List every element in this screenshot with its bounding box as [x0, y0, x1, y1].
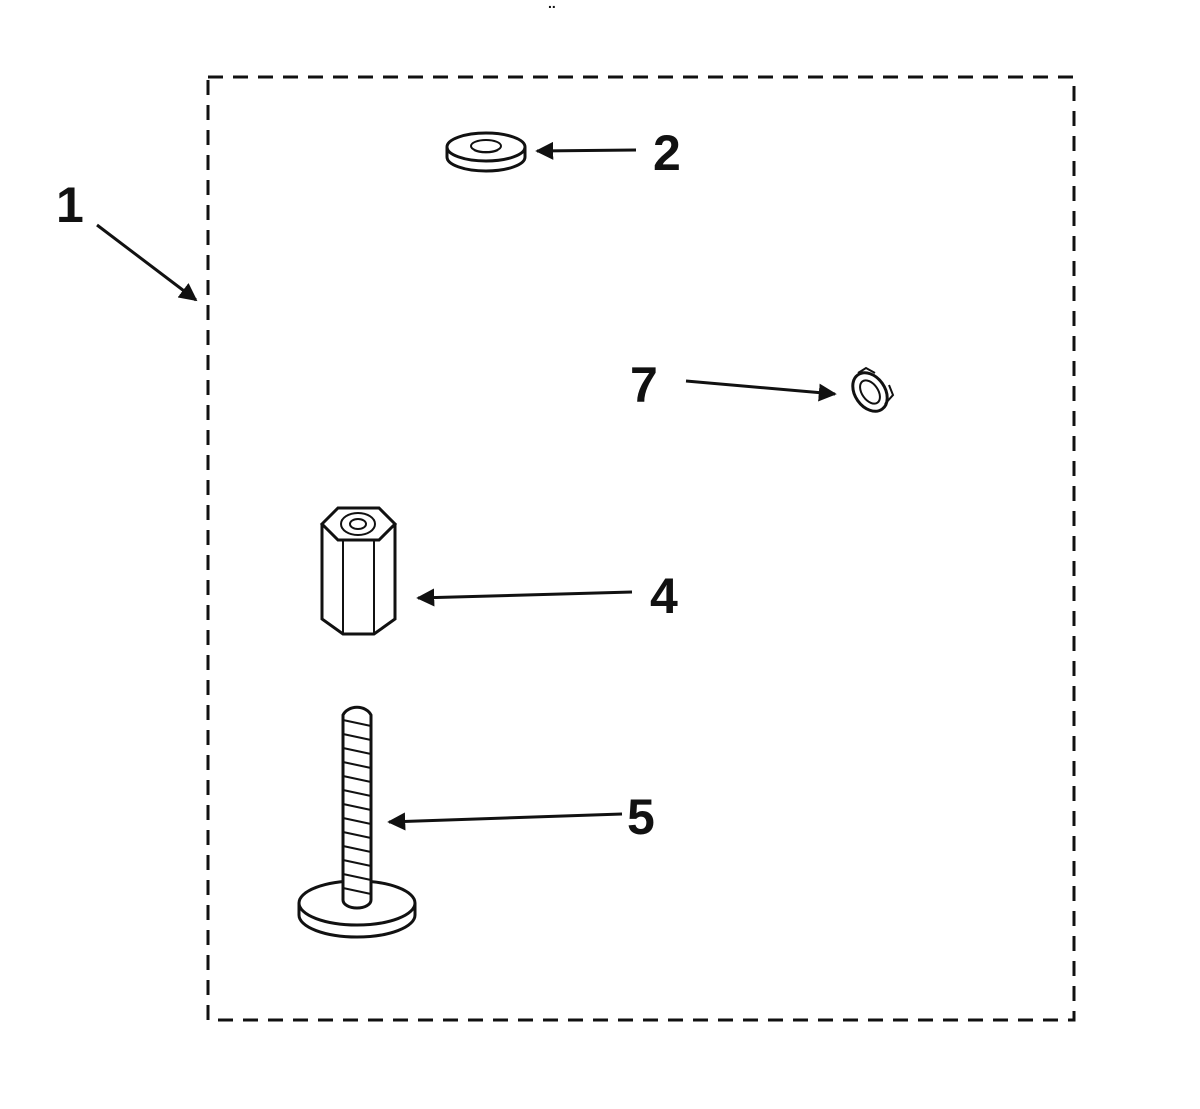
- callout-label-spacer: 4: [650, 568, 678, 624]
- washer-part: [445, 131, 527, 173]
- callout-label-clip: 7: [630, 357, 658, 413]
- callout-washer: 2: [535, 125, 681, 181]
- callout-label-washer: 2: [653, 125, 681, 181]
- leader-line-kit: [96, 223, 198, 302]
- callout-kit: 1: [56, 177, 198, 302]
- hex-spacer-part: [319, 506, 398, 636]
- leader-line-spacer: [416, 588, 633, 607]
- callout-label-kit: 1: [56, 177, 84, 233]
- leader-line-clip: [685, 379, 837, 402]
- screw-threads: [342, 719, 372, 895]
- callout-clip: 7: [630, 357, 837, 413]
- callout-label-screw: 5: [627, 789, 655, 845]
- callout-spacer: 4: [416, 568, 678, 624]
- screw-part: [297, 705, 417, 939]
- clip-part: [851, 366, 895, 413]
- leader-line-screw: [387, 812, 623, 831]
- callout-screw: 5: [387, 789, 655, 845]
- leader-line-washer: [535, 141, 637, 160]
- kit-boundary: [206, 75, 1076, 1022]
- top-mark: ..: [548, 0, 556, 11]
